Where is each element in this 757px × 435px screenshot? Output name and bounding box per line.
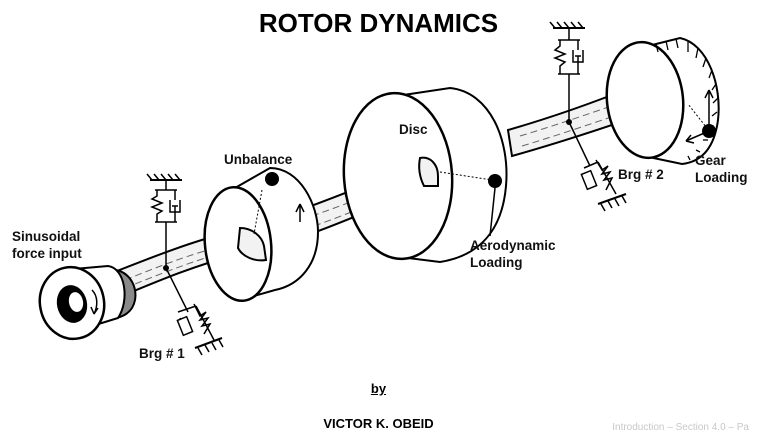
- byline-author: VICTOR K. OBEID: [323, 416, 434, 431]
- spring-icon: [552, 40, 568, 74]
- label-sinusoidal-line2: force input: [12, 246, 82, 261]
- label-gear-line2: Loading: [695, 170, 748, 185]
- spring-icon: [149, 190, 165, 222]
- label-unbalance: Unbalance: [224, 152, 293, 167]
- main-disc: [342, 86, 508, 264]
- byline-by: by: [370, 381, 387, 396]
- damper-icon: [169, 190, 181, 222]
- page-title: ROTOR DYNAMICS: [258, 8, 499, 38]
- label-disc: Disc: [399, 122, 428, 137]
- label-aero-line1: Aerodynamic: [470, 238, 556, 253]
- bearing-1: [146, 173, 224, 356]
- footer-text: Introduction – Section 4.0 – Pa: [612, 422, 749, 433]
- gear: [605, 36, 720, 166]
- label-brg-1: Brg # 1: [139, 346, 185, 361]
- unbalance-disc: [203, 166, 320, 303]
- label-sinusoidal-line1: Sinusoidal: [12, 229, 81, 244]
- label-aero-line2: Loading: [470, 255, 523, 270]
- label-brg-2: Brg # 2: [618, 167, 664, 182]
- aero-load-dot: [488, 174, 502, 188]
- label-gear-line1: Gear: [695, 153, 726, 168]
- unbalance-mass-dot: [265, 172, 279, 186]
- bearing-2: [549, 21, 627, 212]
- damper-icon: [572, 40, 584, 74]
- force-arrow-icon: [704, 89, 714, 131]
- rotation-arrow-icon: [295, 203, 305, 222]
- input-hub: [38, 264, 137, 341]
